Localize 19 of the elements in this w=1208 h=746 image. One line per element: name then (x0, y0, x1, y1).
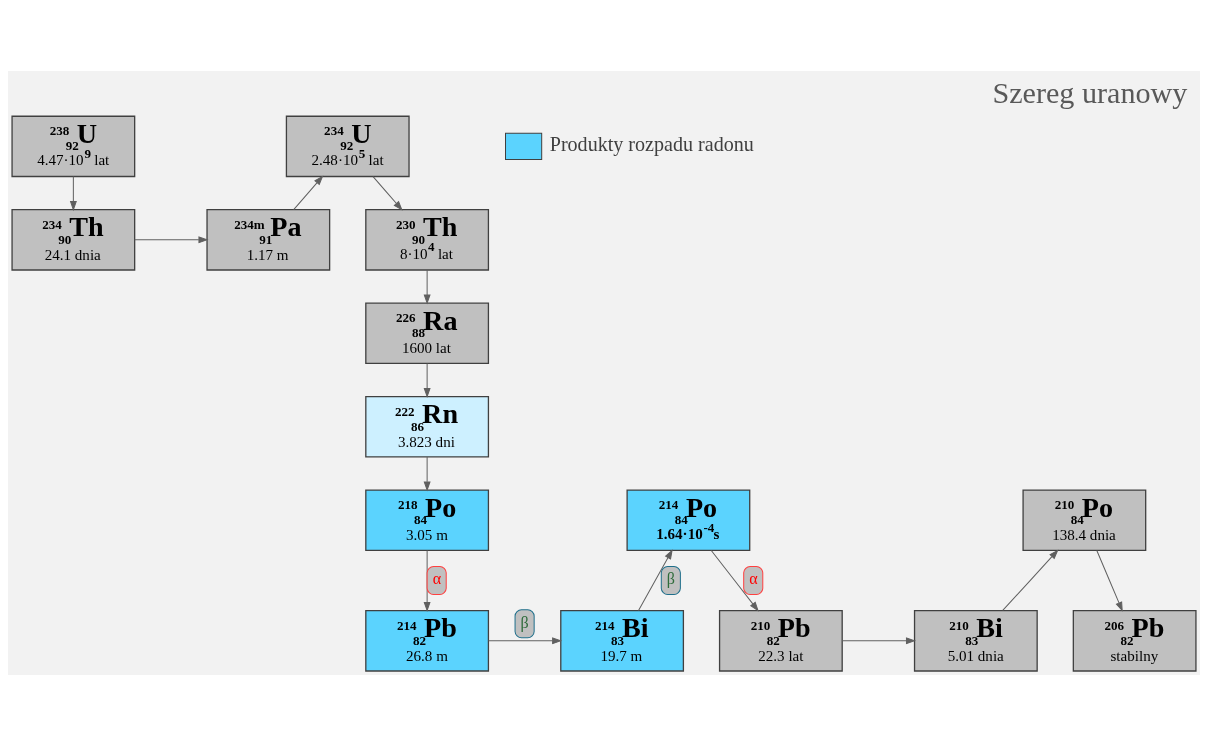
arrow (70, 176, 77, 211)
arrow (1096, 550, 1123, 611)
arrow (1002, 550, 1059, 611)
edge-label: β (520, 613, 529, 631)
arrow (638, 550, 673, 611)
arrow (423, 269, 431, 304)
arrow (841, 637, 915, 645)
arrow (488, 637, 562, 645)
diagram-title: Szereg uranowy (992, 76, 1188, 111)
arrow (710, 550, 759, 611)
edge-label: α (749, 570, 758, 588)
arrow (372, 176, 403, 211)
arrow (134, 236, 208, 244)
arrow (423, 456, 431, 491)
edge-label: α (432, 570, 442, 588)
legend-label: Produkty rozpadu radonu (549, 133, 754, 156)
arrow (423, 363, 431, 398)
arrow (293, 176, 323, 211)
edge-label: β (666, 570, 675, 588)
